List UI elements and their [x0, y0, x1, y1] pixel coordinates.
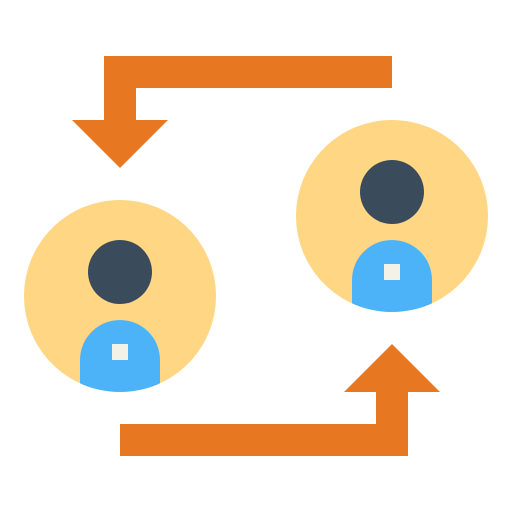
id-badge-icon: [384, 264, 400, 280]
id-badge-icon: [112, 344, 128, 360]
right-user-avatar-icon: [296, 120, 488, 312]
left-user-avatar-icon: [24, 200, 216, 392]
arrow-down-left-icon: [72, 56, 392, 168]
arrow-up-right-icon: [120, 344, 440, 456]
